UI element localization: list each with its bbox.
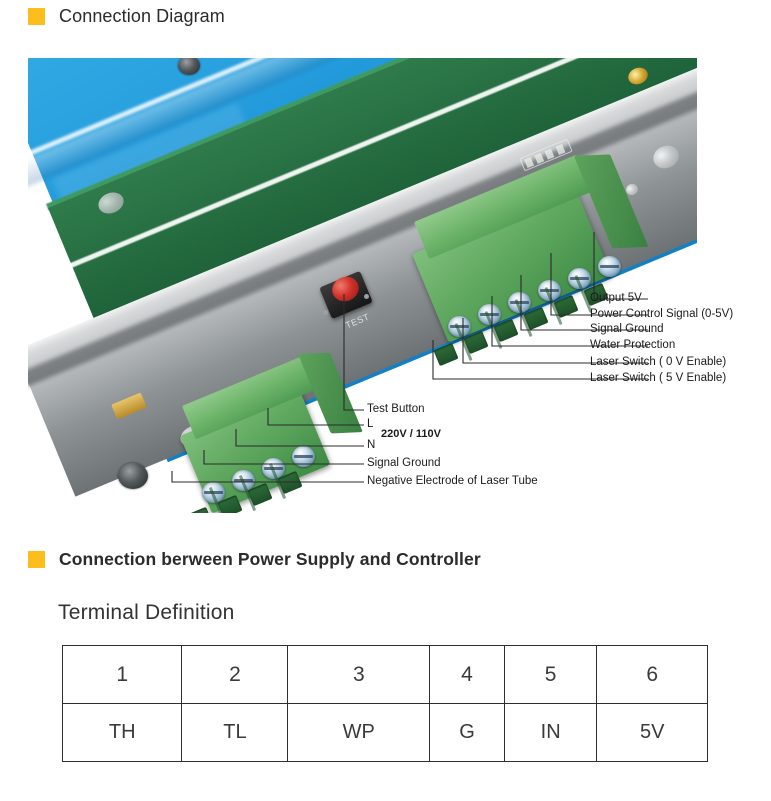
section-title-text: Connection Diagram <box>59 6 225 26</box>
terminal-slot-1 <box>433 342 459 367</box>
hex-screw-bottom-left <box>118 463 148 489</box>
silkscreen-pad <box>534 152 545 164</box>
table-cell-label-3: WP <box>287 703 431 762</box>
connection-diagram-photo: TEST <box>28 58 697 513</box>
table-cell-label-2: TL <box>181 703 289 762</box>
table-row-numbers: 1 2 3 4 5 6 <box>61 645 708 704</box>
table-cell-num-5: 5 <box>503 645 598 704</box>
table-cell-label-5: IN <box>503 703 598 762</box>
subheading-terminal-definition: Terminal Definition <box>58 601 235 624</box>
table-cell-num-2: 2 <box>181 645 289 704</box>
callout-laser-switch-5v: Laser Switch ( 5 V Enable) <box>590 372 727 384</box>
yellow-square-bullet-icon <box>28 8 45 25</box>
silkscreen-pad <box>524 157 535 169</box>
callout-line-L: L <box>367 418 374 430</box>
terminal-block-4-pin <box>180 352 363 513</box>
callout-line-N: N <box>367 439 376 451</box>
table-row-labels: TH TL WP G IN 5V <box>61 703 708 762</box>
callout-negative-electrode: Negative Electrode of Laser Tube <box>367 475 538 487</box>
table-cell-num-3: 3 <box>287 645 431 704</box>
table-cell-label-1: TH <box>61 703 183 762</box>
callout-water-protection: Water Protection <box>590 339 676 351</box>
callout-power-control-signal: Power Control Signal (0-5V) <box>590 308 734 320</box>
silkscreen-pad <box>555 144 566 156</box>
callout-laser-switch-0v: Laser Switch ( 0 V Enable) <box>590 356 727 368</box>
terminal-screw-negative-electrode[interactable] <box>292 446 315 467</box>
table-cell-label-4: G <box>429 703 505 762</box>
table-cell-label-6: 5V <box>596 703 708 762</box>
section-title-text: Connection berween Power Supply and Cont… <box>59 549 481 569</box>
terminal-screw-6[interactable] <box>598 256 621 277</box>
test-button-pin <box>323 310 328 315</box>
callout-voltage-220v-110v: 220V / 110V <box>381 428 441 440</box>
terminal-definition-table: 1 2 3 4 5 6 TH TL WP G IN 5V <box>61 645 708 762</box>
hex-screw-top <box>178 58 200 75</box>
callout-signal-ground-right: Signal Ground <box>590 323 664 335</box>
test-button-pin <box>364 294 369 299</box>
yellow-square-bullet-icon <box>28 551 45 568</box>
silkscreen-pad <box>544 148 555 160</box>
section-heading-connection-diagram: Connection Diagram <box>28 6 225 27</box>
table-cell-num-6: 6 <box>596 645 708 704</box>
section-heading-connection-between: Connection berween Power Supply and Cont… <box>28 549 481 570</box>
callout-output-5v: Output 5V <box>590 292 642 304</box>
table-cell-num-1: 1 <box>61 645 183 704</box>
table-cell-num-4: 4 <box>429 645 505 704</box>
callout-test-button: Test Button <box>367 403 425 415</box>
callout-signal-ground-left: Signal Ground <box>367 457 441 469</box>
